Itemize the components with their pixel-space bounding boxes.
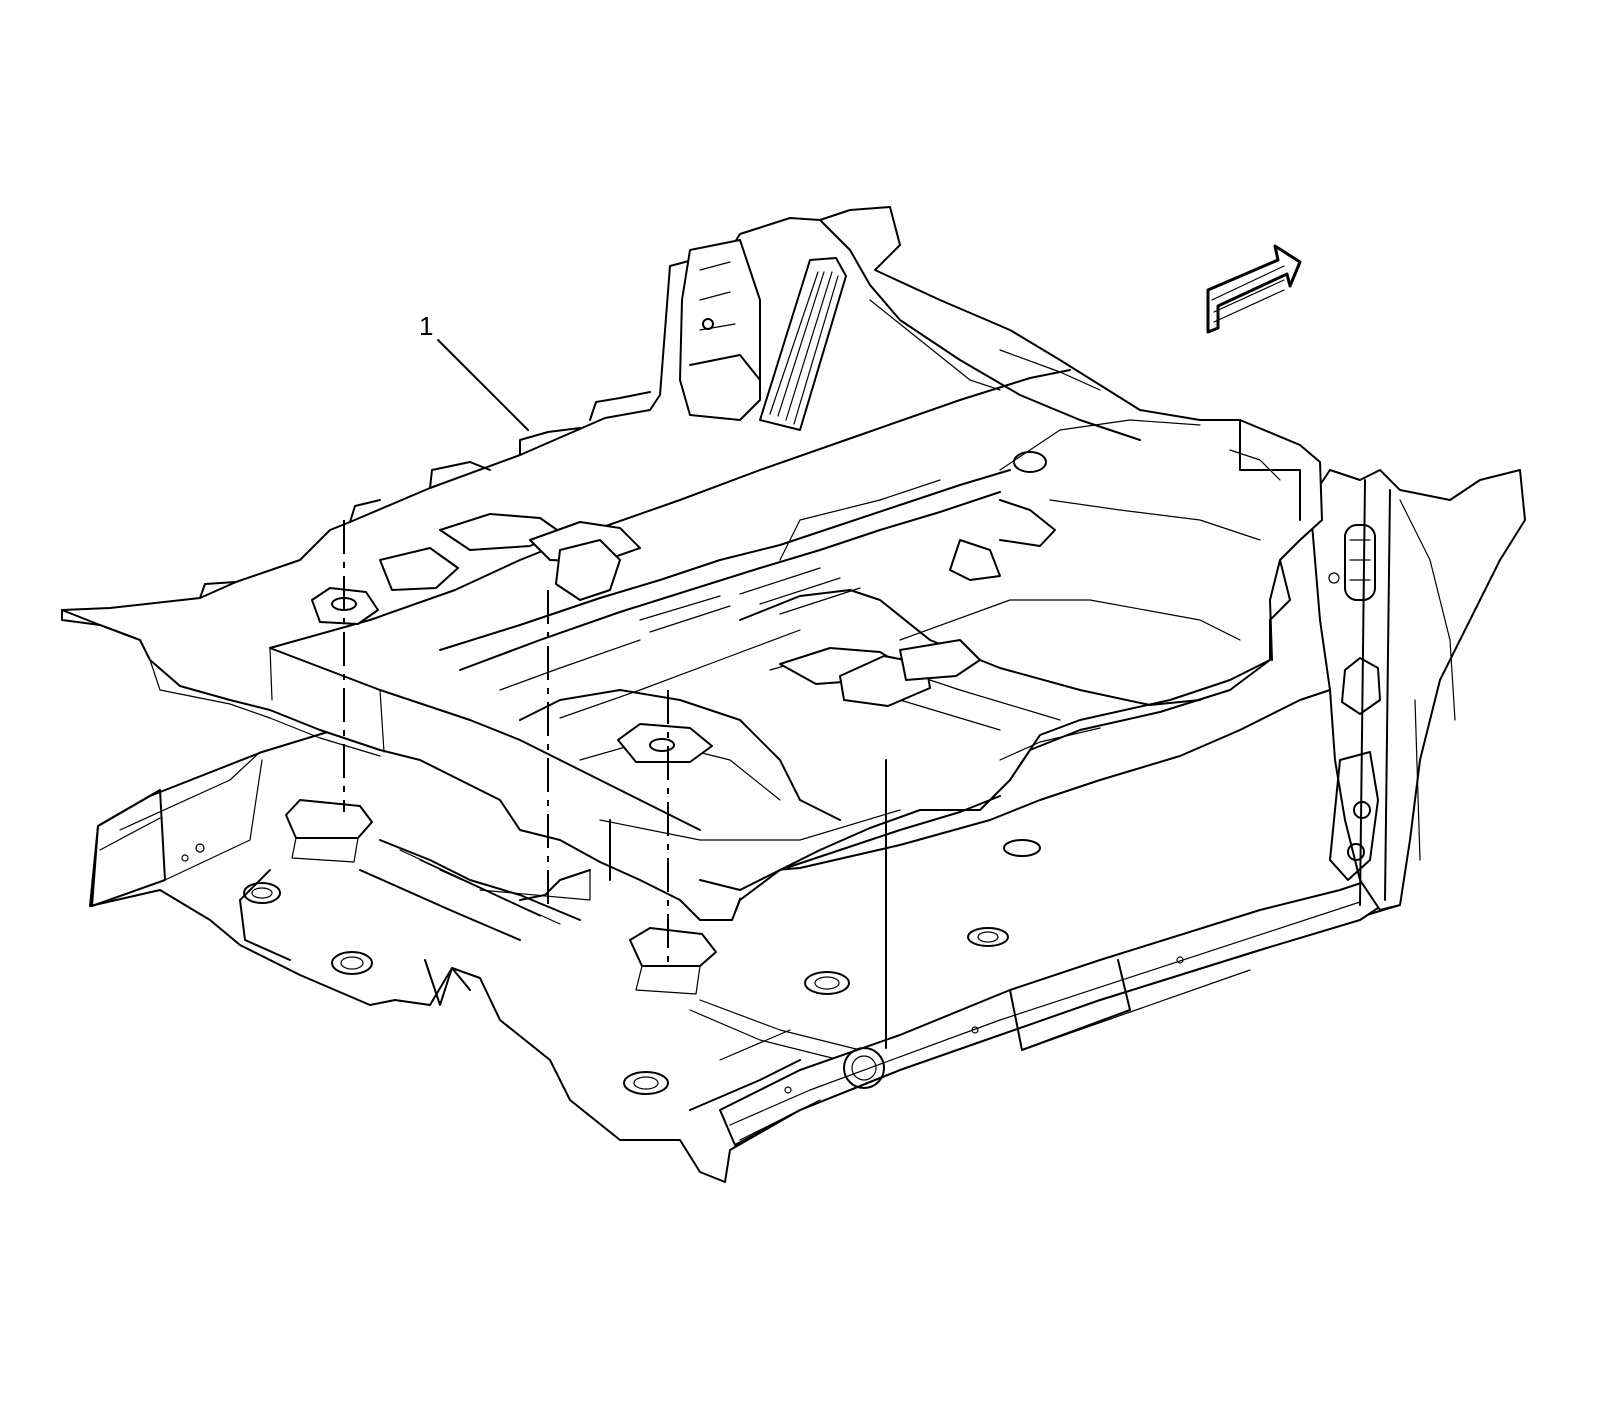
callout-label: 1 xyxy=(419,311,433,341)
alignment-guides xyxy=(343,520,887,1049)
floor-pan-panel xyxy=(89,469,1526,1183)
callout-1: 1 xyxy=(419,311,529,431)
forward-arrow-icon xyxy=(1206,244,1302,334)
floor-carpet xyxy=(61,206,1323,921)
